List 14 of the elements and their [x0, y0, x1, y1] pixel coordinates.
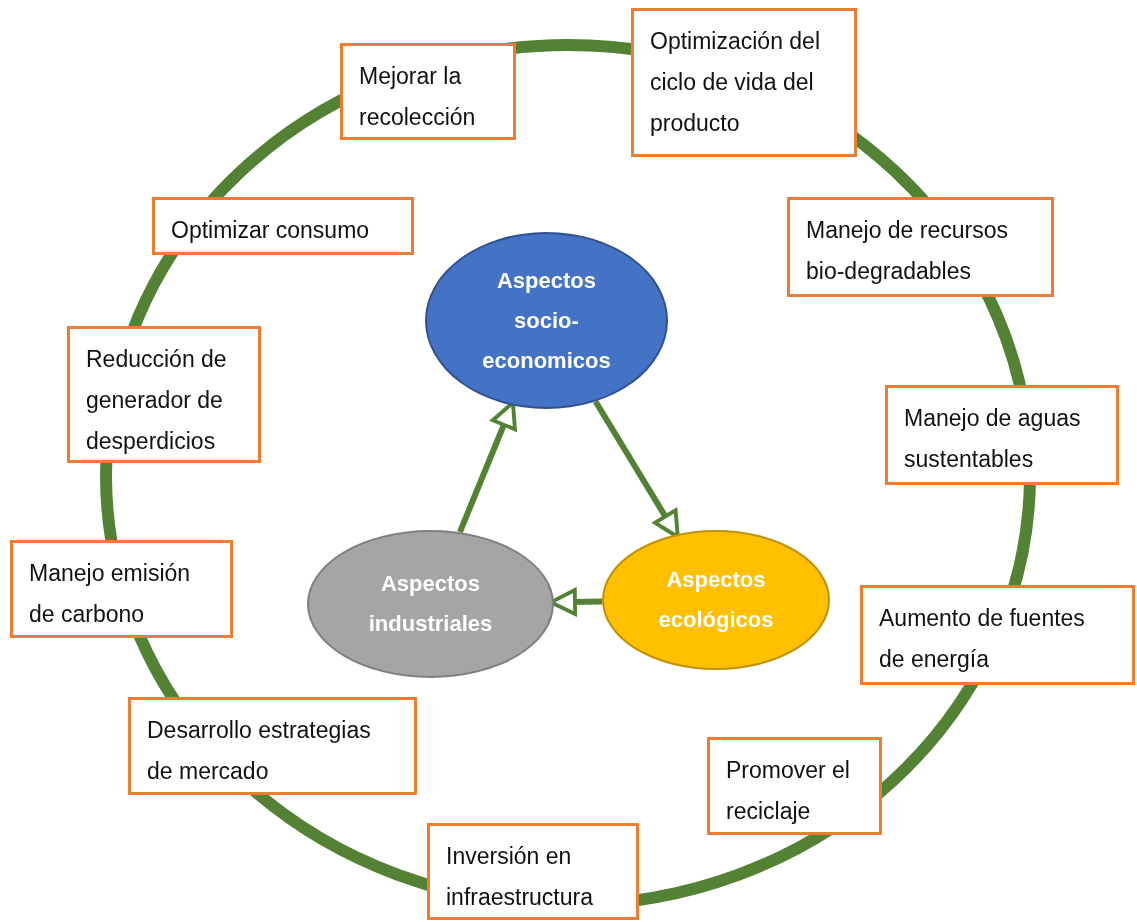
strategy-box: Manejo de recursos bio-degradables	[787, 197, 1054, 297]
strategy-box: Reducción de generador de desperdicios	[67, 326, 261, 463]
strategy-box: Optimización del ciclo de vida del producto	[631, 8, 857, 157]
strategy-box: Desarrollo estrategias de mercado	[128, 697, 417, 795]
strategy-box: Inversión en infraestructura	[427, 823, 639, 920]
strategy-box: Optimizar consumo	[152, 197, 414, 255]
strategy-box: Manejo emisión de carbono	[10, 540, 233, 638]
aspect-ellipse: Aspectos ecológicos	[602, 530, 830, 670]
strategy-box: Mejorar la recolección	[340, 43, 516, 140]
strategy-box: Manejo de aguas sustentables	[885, 385, 1119, 485]
strategy-box: Promover el reciclaje	[707, 737, 882, 835]
aspect-ellipse: Aspectos socio-economicos	[425, 232, 668, 409]
strategy-box: Aumento de fuentes de energía	[860, 585, 1135, 685]
aspect-ellipse: Aspectos industriales	[307, 530, 554, 678]
